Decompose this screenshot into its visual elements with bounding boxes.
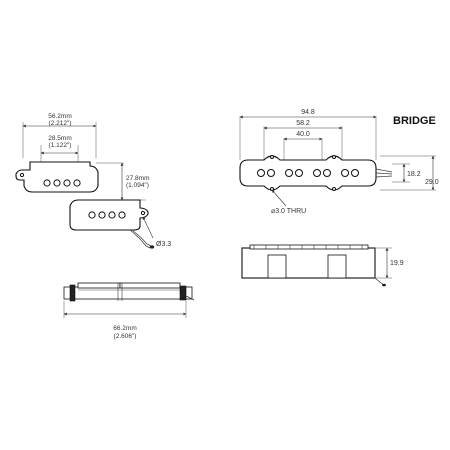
mount-ear-right xyxy=(327,254,347,279)
dim-mount: 58.2 xyxy=(296,120,310,127)
pole-piece-icon xyxy=(73,179,81,187)
mount-ear-left xyxy=(267,254,287,279)
lead-wire-icon xyxy=(375,168,393,173)
wire-end-icon xyxy=(149,245,155,249)
bridge-top-view: BRIDGE 94.8 58.2 40.0 xyxy=(239,109,439,215)
mount-hole-icon xyxy=(270,155,274,159)
pole-piece-icon xyxy=(88,211,96,219)
dim-width-in: (2.212") xyxy=(49,120,72,127)
lead-wire-icon xyxy=(129,229,151,249)
pole-piece-icon xyxy=(257,169,265,177)
pole-piece-icon xyxy=(53,179,61,187)
jazz-bridge-body xyxy=(239,155,377,191)
dim-diameter: Ø3.3 xyxy=(156,241,171,248)
dim-depth-in: (1.094") xyxy=(126,182,149,189)
pole-piece-icon xyxy=(108,211,116,219)
dim-thickness: 19.9 xyxy=(390,260,404,267)
pole-piece-icon xyxy=(285,169,293,177)
lead-wire-icon xyxy=(374,277,385,286)
p-half-upper-body xyxy=(15,161,99,193)
pole-piece-icon xyxy=(351,169,359,177)
dim-poles: 40.0 xyxy=(296,131,310,138)
mount-hole-icon xyxy=(140,210,146,216)
pole-piece-icon xyxy=(118,211,126,219)
dim-height-inner: 18.2 xyxy=(407,171,421,178)
dim-total-mm: 66.2mm xyxy=(113,325,136,332)
mount-hole-icon xyxy=(19,172,25,178)
dim-pole-in: (1.122") xyxy=(49,142,72,149)
mount-hole-icon xyxy=(332,187,336,191)
p-bass-side-view: 66.2mm (2.606") xyxy=(63,282,195,340)
dim-height-outer: 29.0 xyxy=(425,179,439,186)
bridge-title: BRIDGE xyxy=(393,115,436,127)
pole-piece-icon xyxy=(63,179,71,187)
p-bass-top-view: 56.2mm (2.212") 28.5mm (1.122") 27.8mm (… xyxy=(15,113,171,249)
mount-hole-icon xyxy=(332,155,336,159)
bridge-side-body xyxy=(241,247,376,279)
dim-overall: 94.8 xyxy=(301,109,315,116)
dim-width-mm: 56.2mm xyxy=(48,113,71,120)
pole-piece-icon xyxy=(98,211,106,219)
dim-pole-mm: 28.5mm xyxy=(48,135,71,142)
side-base-plate xyxy=(63,286,193,300)
dim-hole: ⌀3.0 THRU xyxy=(271,208,306,215)
bridge-side-view: 19.9 xyxy=(241,244,404,287)
pole-piece-icon xyxy=(313,169,321,177)
pole-piece-icon xyxy=(267,169,275,177)
pole-piece-icon xyxy=(341,169,349,177)
pole-piece-icon xyxy=(295,169,303,177)
pole-piece-icon xyxy=(323,169,331,177)
pole-piece-icon xyxy=(43,179,51,187)
dim-total-in: (2.606") xyxy=(114,333,137,340)
dim-depth-mm: 27.8mm xyxy=(126,175,149,182)
